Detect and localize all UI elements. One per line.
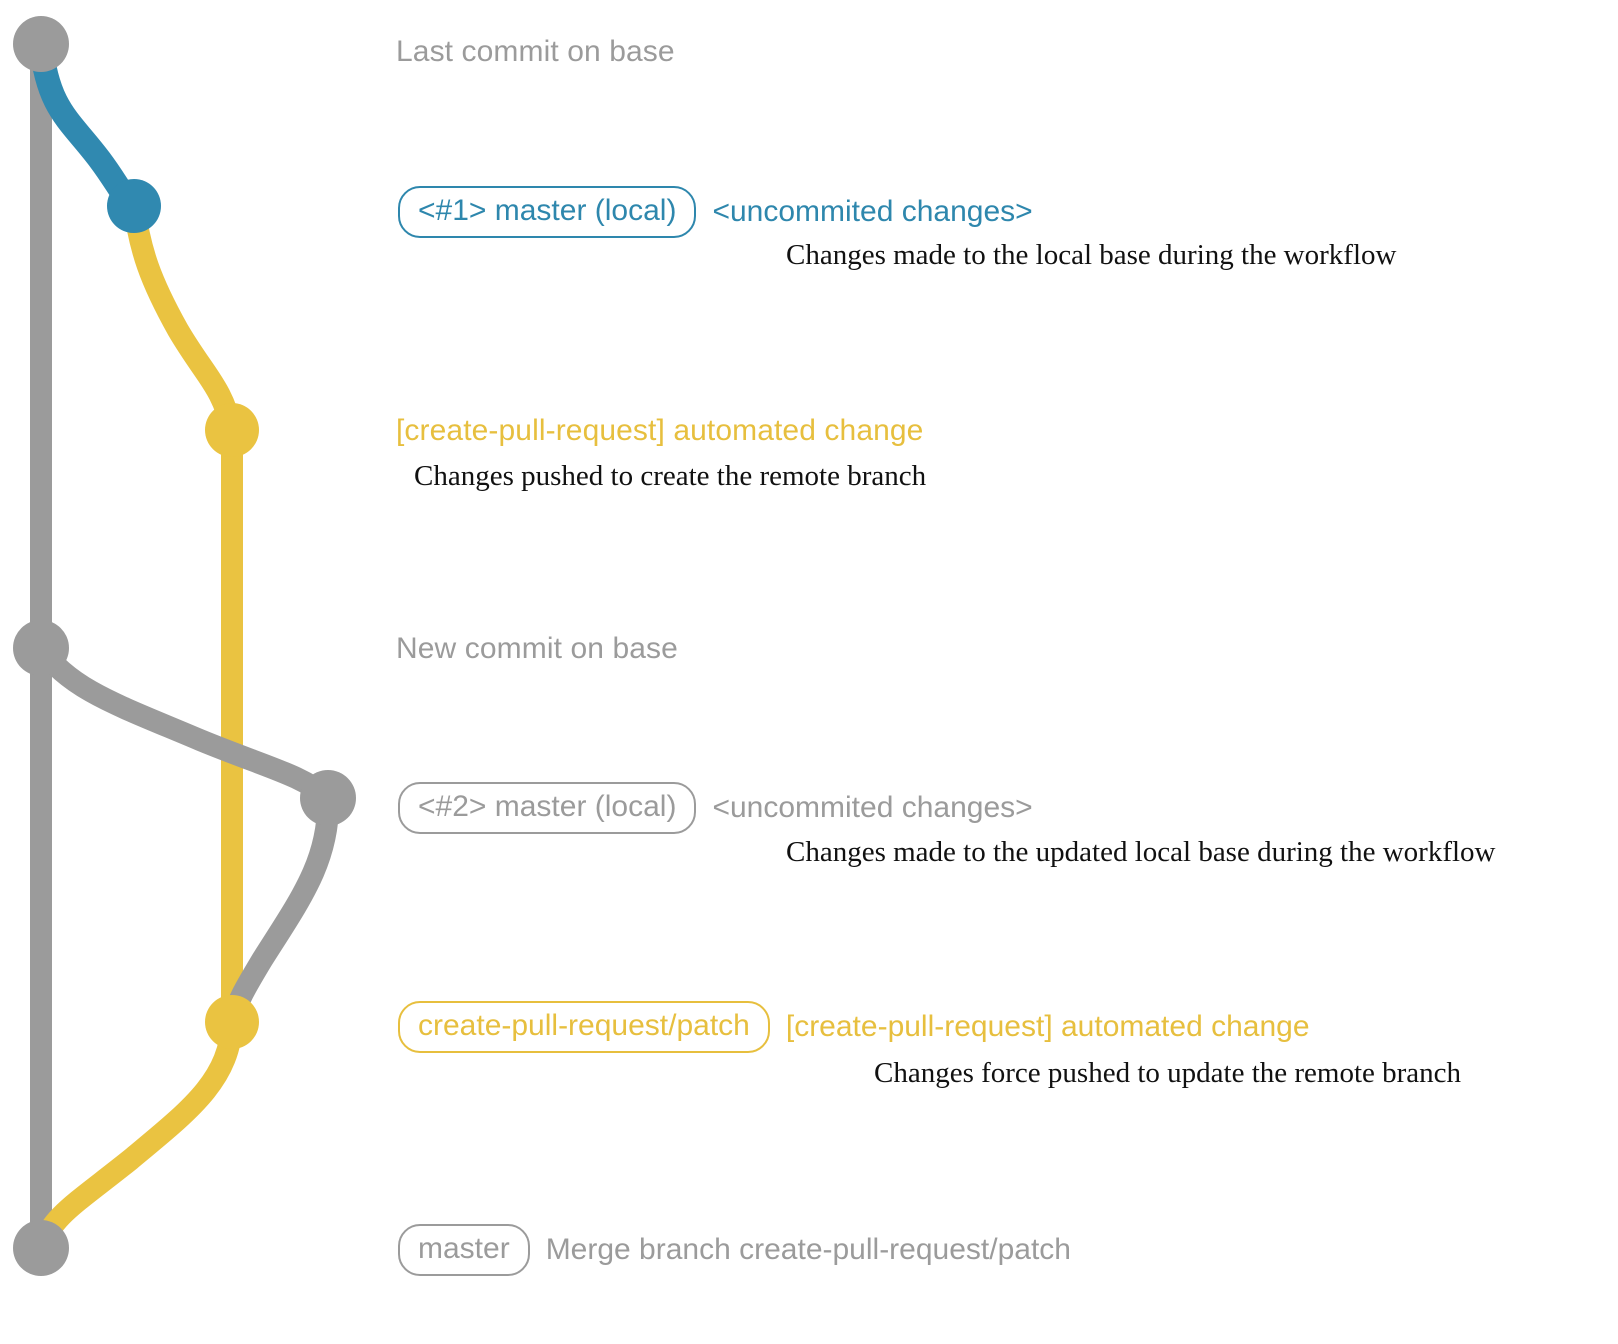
description-force-pushed: Changes force pushed to update the remot… — [874, 1057, 1462, 1089]
commit-node-master-local-2[interactable] — [300, 770, 356, 826]
patch-branch-yellow-line — [123, 195, 243, 1033]
badge-master-local-1[interactable]: <#1> master (local) — [398, 186, 697, 238]
row-master-local-1: <#1> master (local) <uncommited changes> — [398, 186, 1033, 238]
row-master-merge: master Merge branch create-pull-request/… — [398, 1224, 1071, 1276]
row-patch-branch: create-pull-request/patch [create-pull-r… — [398, 1001, 1310, 1053]
commit-node-merge[interactable] — [13, 1220, 69, 1276]
description-local-changes-1: Changes made to the local base during th… — [786, 239, 1397, 271]
caption-uncommited-changes-1: <uncommited changes> — [712, 195, 1033, 228]
badge-master[interactable]: master — [398, 1224, 530, 1276]
description-local-changes-2: Changes made to the updated local base d… — [786, 836, 1496, 868]
commit-node-new-commit-on-base[interactable] — [13, 620, 69, 676]
caption-uncommited-changes-2: <uncommited changes> — [712, 791, 1033, 824]
caption-automated-change-2: [create-pull-request] automated change — [785, 1010, 1310, 1043]
local2-to-patch2-line — [221, 787, 340, 1033]
commit-node-automated-change-2[interactable] — [205, 995, 259, 1049]
patch2-to-merge-line — [30, 1011, 243, 1259]
label-automated-change-1: [create-pull-request] automated change — [396, 414, 924, 447]
badge-master-local-2[interactable]: <#2> master (local) — [398, 782, 697, 834]
caption-merge-branch: Merge branch create-pull-request/patch — [545, 1233, 1071, 1266]
commit-node-automated-change-1[interactable] — [205, 403, 259, 457]
commit-node-master-local-1[interactable] — [107, 179, 161, 233]
description-pushed-create-remote-branch: Changes pushed to create the remote bran… — [414, 460, 927, 492]
commit-graph — [13, 16, 356, 1276]
badge-create-pull-request-patch[interactable]: create-pull-request/patch — [398, 1001, 770, 1053]
local-branch-blue-line — [29, 32, 146, 218]
label-last-commit-on-base: Last commit on base — [396, 35, 675, 68]
row-master-local-2: <#2> master (local) <uncommited changes> — [398, 782, 1033, 834]
label-new-commit-on-base: New commit on base — [396, 632, 678, 665]
commit-node-last-commit-on-base[interactable] — [13, 16, 69, 72]
base-to-local2-line — [30, 637, 339, 809]
